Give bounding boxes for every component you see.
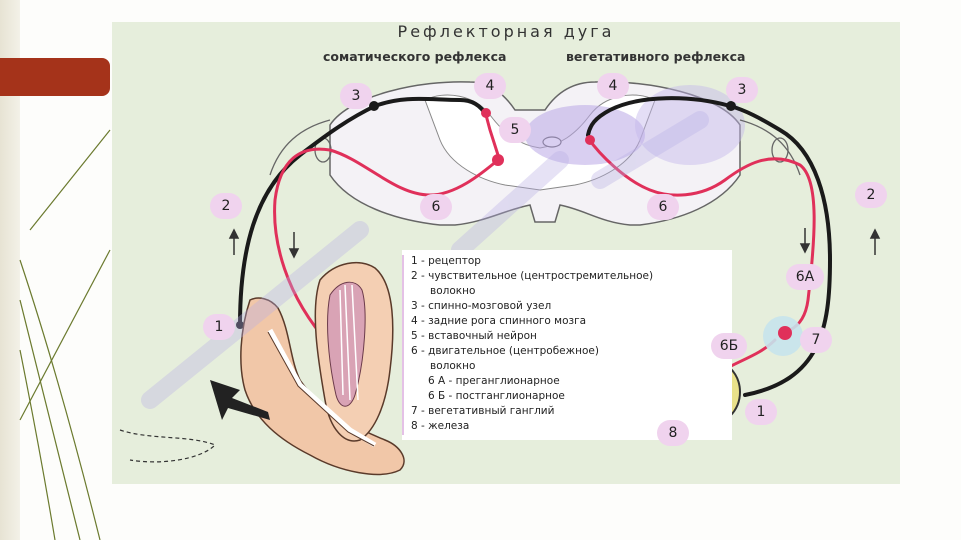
label-right-4: 4 <box>597 73 629 99</box>
skin-outline <box>119 429 217 463</box>
slide-left-strip <box>0 0 20 540</box>
diagram-title: Рефлекторная дуга <box>397 22 615 41</box>
label-left-2: 2 <box>210 193 242 219</box>
legend-box <box>402 250 732 440</box>
subtitle-somatic: соматического рефлекса <box>323 49 507 64</box>
label-left-1: 1 <box>203 314 235 340</box>
legend-item: 6 Б - постганглионарное <box>428 390 565 402</box>
label-right-2: 2 <box>855 182 887 208</box>
legend-item: 1 - рецептор <box>411 255 481 267</box>
label-right-6a: 6А <box>786 264 824 290</box>
spinal-cord <box>329 81 745 226</box>
legend-item: 6 - двигательное (центробежное) <box>411 345 599 357</box>
direction-arrows <box>228 228 881 259</box>
legend-item: 5 - вставочный нейрон <box>411 330 537 342</box>
label-right-6b: 6Б <box>711 333 747 359</box>
sensory-fibers <box>238 96 833 397</box>
legend-item: волокно <box>430 360 476 372</box>
subtitle-vegetative: вегетативного рефлекса <box>566 49 746 64</box>
legend-item: 3 - спинно-мозговой узел <box>411 300 552 312</box>
label-left-6: 6 <box>420 194 452 220</box>
label-right-1: 1 <box>745 399 777 425</box>
label-right-3: 3 <box>726 77 758 103</box>
legend-item: 8 - железа <box>411 420 470 432</box>
legend-item: 4 - задние рога спинного мозга <box>411 315 587 327</box>
legend-item: 2 - чувствительное (центростремительное) <box>411 270 654 282</box>
legend-bar <box>402 255 404 435</box>
label-left-4: 4 <box>474 73 506 99</box>
arm-illustration <box>210 261 405 476</box>
legend-item: 6 А - преганглионарное <box>428 375 560 387</box>
label-right-7: 7 <box>800 327 832 353</box>
label-left-3: 3 <box>340 83 372 109</box>
watermark <box>141 111 709 409</box>
legend-item: волокно <box>430 285 476 297</box>
label-right-6: 6 <box>647 194 679 220</box>
label-right-8: 8 <box>657 420 689 446</box>
accent-tab <box>0 58 110 96</box>
legend-item: 7 - вегетативный ганглий <box>411 405 555 417</box>
label-left-5: 5 <box>499 117 531 143</box>
decorative-lines <box>19 129 111 540</box>
